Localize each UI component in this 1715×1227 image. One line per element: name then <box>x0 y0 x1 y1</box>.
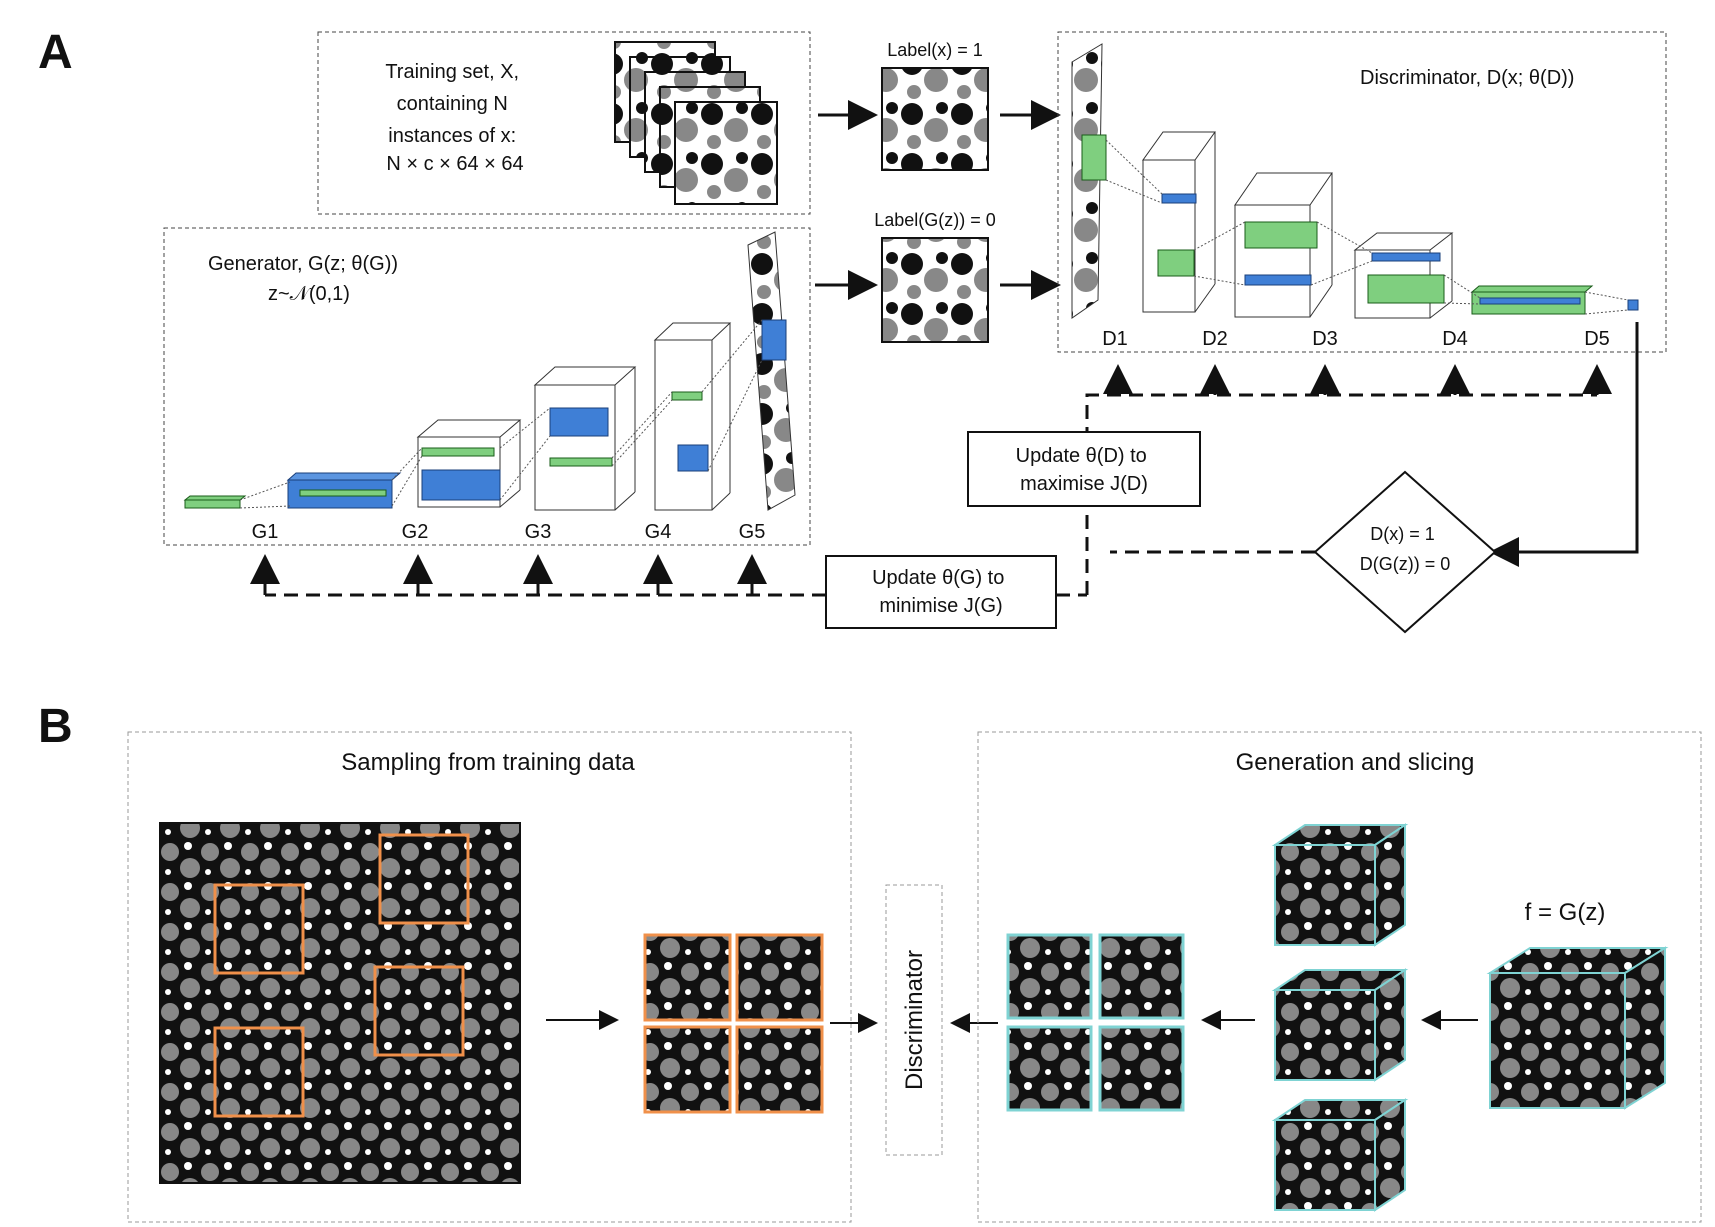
training-line-3: instances of x: <box>388 125 516 147</box>
gen-label-g2: G2 <box>402 521 429 543</box>
training-line-4: N × c × 64 × 64 <box>386 153 523 175</box>
real-sample-image <box>881 67 989 171</box>
panel-a-letter: A <box>38 26 73 79</box>
training-microstructure <box>159 822 521 1184</box>
disc-label-d1: D1 <box>1102 328 1128 350</box>
decision-line-1: D(x) = 1 <box>1370 524 1435 544</box>
update-d-text: Update θ(D) to maximise J(D) <box>1016 445 1153 495</box>
generation-title: Generation and slicing <box>1236 749 1475 776</box>
generation-box <box>977 731 1702 1223</box>
disc-label-d2: D2 <box>1202 328 1228 350</box>
sampling-box <box>127 731 852 1223</box>
training-image-stack <box>614 41 778 205</box>
gen-label-g1: G1 <box>252 521 279 543</box>
generator-title: Generator, G(z; θ(G)) <box>208 253 398 275</box>
generator-formula: f = G(z) <box>1525 899 1606 926</box>
label-fake: Label(G(z)) = 0 <box>874 210 996 230</box>
training-line-2: containing N <box>397 93 508 115</box>
generator-layers <box>183 231 796 511</box>
disc-label-d5: D5 <box>1584 328 1610 350</box>
gen-label-g3: G3 <box>525 521 552 543</box>
discriminator-title: Discriminator, D(x; θ(D)) <box>1360 67 1574 89</box>
decision-text: D(x) = 1 D(G(z)) = 0 <box>1360 524 1451 574</box>
training-set-box <box>317 31 811 215</box>
sliced-cubes <box>1271 823 1409 1212</box>
generator-feedback <box>250 554 1087 597</box>
gen-label-g5: G5 <box>739 521 766 543</box>
sample-boxes <box>213 833 470 1118</box>
update-g-line-1: Update θ(G) to <box>872 567 1004 589</box>
fake-sample-image <box>881 237 989 343</box>
update-g-text: Update θ(G) to minimise J(G) <box>872 567 1010 617</box>
disc-label-d4: D4 <box>1442 328 1468 350</box>
generator-box <box>163 227 811 546</box>
update-d-box <box>967 431 1201 507</box>
discriminator-panel-b <box>885 884 943 1156</box>
training-set-text: Training set, X, containing N instances … <box>385 61 524 175</box>
discriminator-label-b: Discriminator <box>901 950 928 1090</box>
discriminator-layers <box>1071 43 1639 319</box>
sampled-patches <box>643 933 824 1114</box>
training-line-1: Training set, X, <box>385 61 519 83</box>
decision-line-2: D(G(z)) = 0 <box>1360 554 1451 574</box>
arrow-d5-to-decision <box>1489 322 1639 567</box>
generated-slices <box>1006 933 1185 1112</box>
discriminator-box <box>1057 31 1667 353</box>
update-g-line-2: minimise J(G) <box>879 595 1002 617</box>
discriminator-feedback <box>1085 364 1612 595</box>
generated-cube <box>1486 946 1669 1110</box>
generator-prior: z~𝒩(0,1) <box>268 283 350 305</box>
update-d-line-2: maximise J(D) <box>1020 473 1148 495</box>
sampling-title: Sampling from training data <box>341 749 635 776</box>
update-d-line-1: Update θ(D) to <box>1016 445 1147 467</box>
panel-b-letter: B <box>38 700 73 753</box>
decision-diamond <box>1313 470 1497 634</box>
label-real: Label(x) = 1 <box>887 40 983 60</box>
gen-label-g4: G4 <box>645 521 672 543</box>
disc-label-d3: D3 <box>1312 328 1338 350</box>
update-g-box <box>825 555 1057 629</box>
